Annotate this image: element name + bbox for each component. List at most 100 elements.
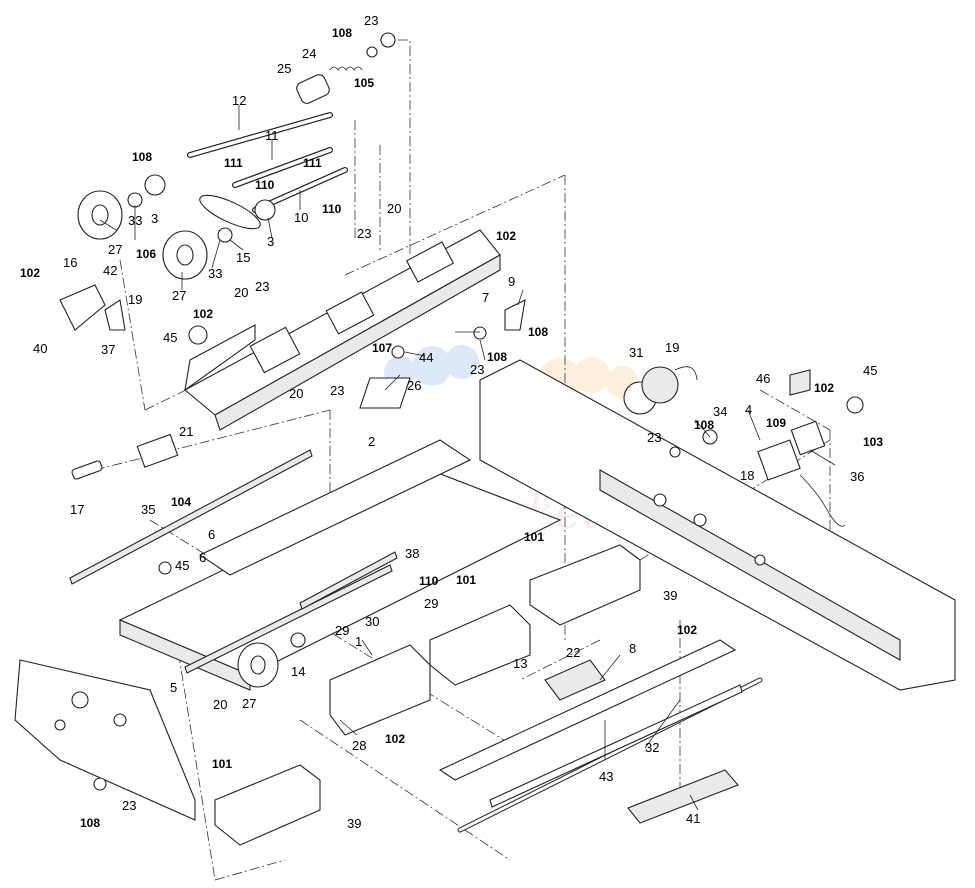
callout-label: 110 bbox=[419, 574, 439, 588]
callout-label: 20 bbox=[234, 285, 248, 300]
callout-label: 3 bbox=[151, 211, 158, 226]
callout-label: 27 bbox=[242, 696, 256, 711]
callout-label: 20 bbox=[387, 201, 401, 216]
callout-label: 29 bbox=[335, 623, 349, 638]
left-side-frame bbox=[14, 659, 196, 821]
callout-labels: 1 2 3 3 4 5 6 6 7 8 9 10 11 12 13 14 15 … bbox=[20, 13, 883, 831]
callout-label: 23 bbox=[330, 383, 344, 398]
callout-label: 26 bbox=[407, 378, 421, 393]
callout-label: 108 bbox=[332, 26, 352, 40]
solenoid-18 bbox=[757, 420, 846, 527]
callout-label: 103 bbox=[863, 435, 883, 449]
callout-label: 23 bbox=[255, 279, 269, 294]
callout-label: 23 bbox=[364, 13, 378, 28]
callout-label: 1 bbox=[355, 634, 362, 649]
callout-label: 108 bbox=[694, 418, 714, 432]
callout-label: 23 bbox=[357, 226, 371, 241]
callout-label: 9 bbox=[508, 274, 515, 289]
callout-label: 10 bbox=[294, 210, 308, 225]
callout-label: 29 bbox=[424, 596, 438, 611]
callout-label: 33 bbox=[128, 213, 142, 228]
callout-label: 102 bbox=[385, 732, 405, 746]
bracket-28 bbox=[329, 644, 431, 736]
callout-label: 110 bbox=[255, 178, 275, 192]
callout-label: 102 bbox=[677, 623, 697, 637]
callout-label: 20 bbox=[213, 697, 227, 712]
callout-label: 28 bbox=[352, 738, 366, 753]
callout-label: 18 bbox=[740, 468, 754, 483]
callout-label: 24 bbox=[302, 46, 316, 61]
callout-label: 110 bbox=[322, 202, 342, 216]
callout-label: 8 bbox=[629, 641, 636, 656]
callout-label: 36 bbox=[850, 469, 864, 484]
callout-label: 111 bbox=[224, 156, 243, 170]
callout-label: 2 bbox=[368, 434, 375, 449]
callout-label: 31 bbox=[629, 345, 643, 360]
callout-label: 109 bbox=[766, 416, 786, 430]
callout-label: 105 bbox=[354, 76, 374, 90]
callout-label: 23 bbox=[470, 362, 484, 377]
callout-label: 101 bbox=[212, 757, 232, 771]
callout-label: 108 bbox=[528, 325, 548, 339]
callout-label: 15 bbox=[236, 250, 250, 265]
right-side-frame bbox=[479, 359, 956, 691]
callout-label: 43 bbox=[599, 769, 613, 784]
timing-belt-15 bbox=[199, 194, 261, 230]
callout-label: 108 bbox=[132, 150, 152, 164]
small-parts bbox=[59, 284, 864, 791]
callout-label: 6 bbox=[208, 527, 215, 542]
middle-plate bbox=[118, 439, 562, 691]
callout-label: 21 bbox=[179, 424, 193, 439]
callout-label: 44 bbox=[419, 350, 433, 365]
callout-label: 23 bbox=[647, 430, 661, 445]
callout-label: 107 bbox=[372, 341, 392, 355]
callout-label: 12 bbox=[232, 93, 246, 108]
callout-label: 104 bbox=[171, 495, 191, 509]
callout-label: 108 bbox=[80, 816, 100, 830]
guide-rail-8 bbox=[438, 639, 763, 833]
callout-label: 6 bbox=[199, 550, 206, 565]
callout-label: 25 bbox=[277, 61, 291, 76]
callout-label: 30 bbox=[365, 614, 379, 629]
upper-frame-7 bbox=[184, 229, 501, 431]
callout-label: 101 bbox=[456, 573, 476, 587]
callout-label: 35 bbox=[141, 502, 155, 517]
roller-25-spring-24 bbox=[296, 32, 396, 104]
callout-label: 46 bbox=[756, 371, 770, 386]
callout-label: 102 bbox=[193, 307, 213, 321]
static-brushes bbox=[69, 449, 398, 674]
clutch-31 bbox=[623, 366, 698, 415]
callout-label: 102 bbox=[20, 266, 40, 280]
callout-label: 45 bbox=[163, 330, 177, 345]
callout-label: 37 bbox=[101, 342, 115, 357]
callout-label: 39 bbox=[663, 588, 677, 603]
callout-label: 34 bbox=[713, 404, 727, 419]
callout-label: 19 bbox=[665, 340, 679, 355]
callout-label: 4 bbox=[745, 402, 752, 417]
callout-label: 40 bbox=[33, 341, 47, 356]
callout-label: 27 bbox=[172, 288, 186, 303]
callout-label: 14 bbox=[291, 664, 305, 679]
callout-label: 102 bbox=[496, 229, 516, 243]
callout-label: 108 bbox=[487, 350, 507, 364]
callout-label: 17 bbox=[70, 502, 84, 517]
callout-label: 41 bbox=[686, 811, 700, 826]
callout-label: 13 bbox=[513, 656, 527, 671]
callout-label: 38 bbox=[405, 546, 419, 561]
callout-label: 45 bbox=[175, 558, 189, 573]
leader-lines bbox=[99, 105, 836, 811]
callout-label: 42 bbox=[103, 263, 117, 278]
callout-label: 39 bbox=[347, 816, 361, 831]
callout-label: 102 bbox=[814, 381, 834, 395]
plate-41 bbox=[627, 769, 739, 824]
callout-label: 3 bbox=[267, 234, 274, 249]
callout-label: 106 bbox=[136, 247, 156, 261]
callout-label: 101 bbox=[524, 530, 544, 544]
callout-label: 111 bbox=[303, 156, 322, 170]
callout-label: 7 bbox=[482, 290, 489, 305]
callout-label: 32 bbox=[645, 740, 659, 755]
callout-label: 27 bbox=[108, 242, 122, 257]
callout-label: 5 bbox=[170, 680, 177, 695]
